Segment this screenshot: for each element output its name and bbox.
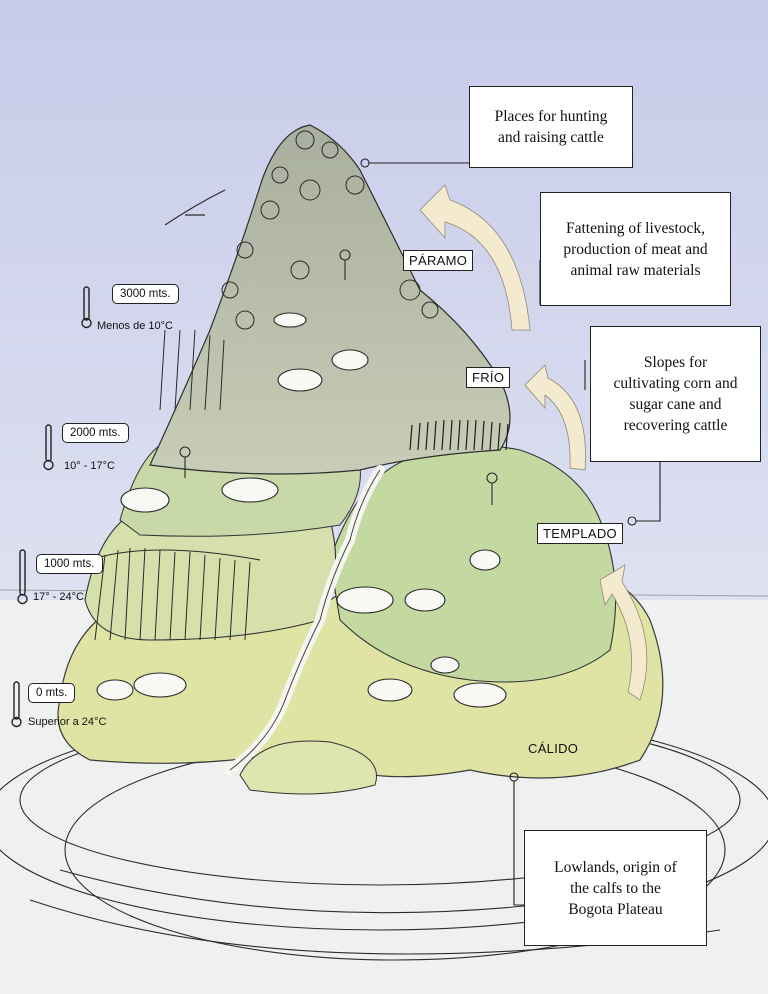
temperature-label-2000: 10° - 17°C bbox=[64, 460, 115, 472]
callout-hunting: Places for hunting and raising cattle bbox=[469, 86, 633, 168]
altitude-label-1000: 1000 mts. bbox=[36, 554, 103, 574]
callout-fattening: Fattening of livestock, production of me… bbox=[540, 192, 731, 306]
callout-lowlands-text: Lowlands, origin of the calfs to the Bog… bbox=[554, 858, 677, 918]
temperature-label-3000: Menos de 10°C bbox=[97, 320, 173, 332]
temperature-label-1000: 17° - 24°C bbox=[33, 591, 84, 603]
altitude-label-3000: 3000 mts. bbox=[112, 284, 179, 304]
zone-sign-paramo: PÁRAMO bbox=[403, 250, 474, 271]
zone-sign-calido: CÁLIDO bbox=[528, 741, 579, 756]
arrow-middle bbox=[524, 364, 586, 471]
sugarcane-field bbox=[89, 547, 261, 641]
callout-slopes: Slopes for cultivating corn and sugar ca… bbox=[590, 326, 761, 462]
altitude-label-2000: 2000 mts. bbox=[62, 423, 129, 443]
zone-sign-frio: FRÍO bbox=[466, 367, 511, 388]
cornfield-high bbox=[159, 329, 225, 411]
arrow-upper bbox=[419, 184, 531, 331]
thermometer-icons bbox=[11, 286, 92, 728]
arrow-lower bbox=[599, 564, 648, 701]
callout-fattening-text: Fattening of livestock, production of me… bbox=[563, 219, 708, 279]
horse-riders bbox=[179, 249, 498, 505]
dark-crop-field bbox=[409, 419, 509, 451]
callout-lowlands: Lowlands, origin of the calfs to the Bog… bbox=[524, 830, 707, 946]
cattle-herd bbox=[96, 312, 507, 708]
small-island bbox=[239, 740, 377, 795]
bird bbox=[164, 189, 226, 226]
paramo-plants bbox=[221, 130, 439, 330]
altitude-label-0: 0 mts. bbox=[28, 683, 76, 703]
mountain-peak bbox=[149, 124, 511, 475]
temperature-label-0: Superior a 24°C bbox=[28, 716, 107, 728]
callout-hunting-text: Places for hunting and raising cattle bbox=[494, 108, 608, 146]
zone-sign-templado: TEMPLADO bbox=[537, 523, 623, 544]
callout-slopes-text: Slopes for cultivating corn and sugar ca… bbox=[613, 354, 738, 434]
